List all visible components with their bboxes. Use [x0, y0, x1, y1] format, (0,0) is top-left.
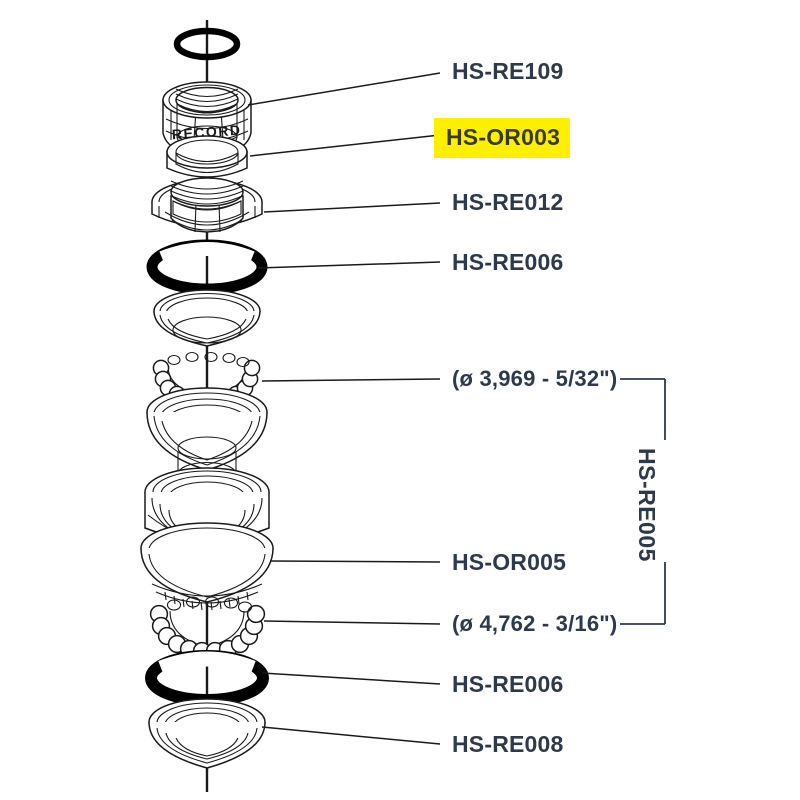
part-middle-cone-race: [146, 387, 268, 487]
leader-ball-lower: [263, 620, 441, 625]
part-hs-or003-spacer: [166, 135, 248, 178]
part-hs-re008-race: [148, 698, 266, 769]
label-hs-or005: HS-OR005: [452, 549, 567, 575]
label-hs-re006-bottom: HS-RE006: [452, 671, 564, 697]
leader-hs-re109: [247, 72, 441, 106]
leader-hs-re006-top: [257, 261, 441, 269]
leader-hs-re012: [263, 202, 441, 213]
label-hs-re109: HS-RE109: [452, 58, 564, 84]
label-bracket-hs-re005: HS-RE005: [634, 448, 660, 562]
leader-hs-or005: [269, 560, 441, 563]
leader-lines: [247, 72, 441, 745]
leader-hs-re008: [261, 726, 441, 745]
part-hs-re012-cup: [151, 177, 263, 233]
leader-hs-or003: [249, 134, 441, 157]
part-hs-re006-oring-upper: [146, 239, 268, 295]
part-hs-or005-race: [140, 522, 274, 611]
label-hs-or003: HS-OR003: [434, 118, 571, 158]
part-hs-re109-oring: [173, 27, 241, 61]
label-hs-re006-top: HS-RE006: [452, 249, 564, 275]
leader-ball-upper: [261, 378, 441, 382]
label-ball-diameter-upper: (ø 3,969 - 5/32"): [452, 366, 618, 391]
leader-hs-re006-bottom: [261, 672, 441, 685]
label-ball-diameter-lower: (ø 4,762 - 3/16"): [452, 611, 618, 636]
label-hs-re008: HS-RE008: [452, 731, 564, 757]
part-upper-bearing-race: [153, 289, 261, 347]
label-hs-re012: HS-RE012: [452, 189, 564, 215]
bracket-hs-re005: [620, 378, 666, 625]
